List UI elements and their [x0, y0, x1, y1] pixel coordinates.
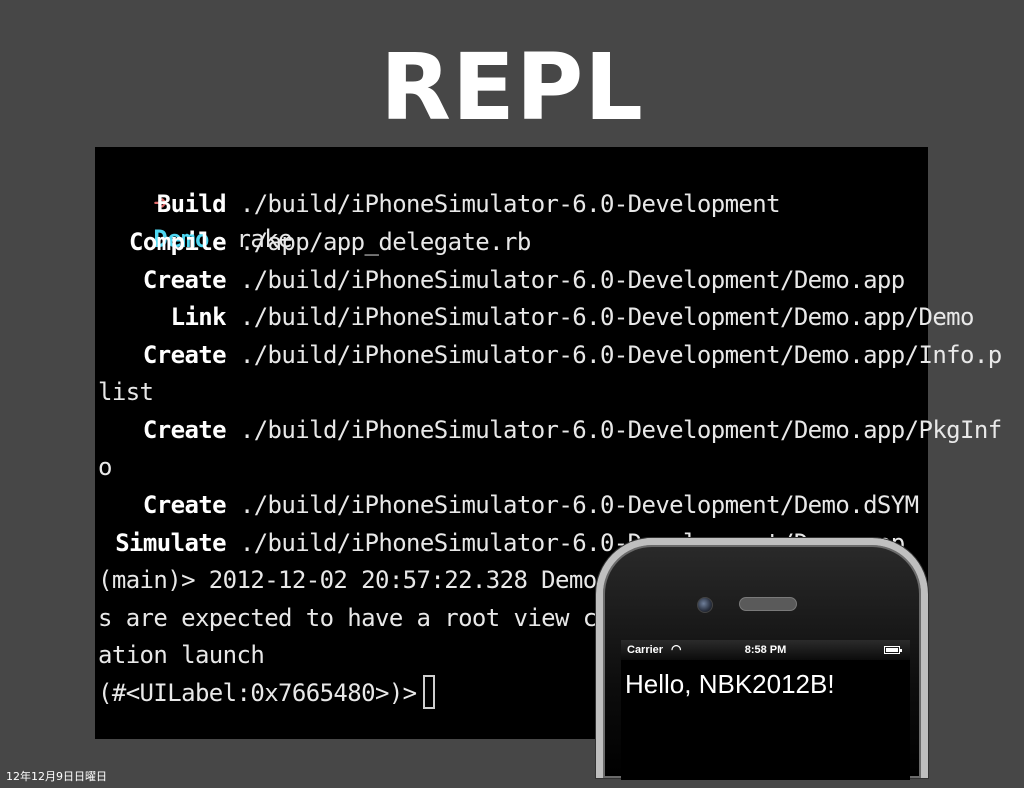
- build-step-keyword: Create: [142, 266, 227, 294]
- iphone-screen[interactable]: Carrier ◠ 8:58 PM Hello, NBK2012B!: [621, 640, 910, 780]
- build-step-path: ./app/app_delegate.rb: [239, 228, 531, 256]
- build-step-path: ./build/iPhoneSimulator-6.0-Development: [239, 190, 781, 218]
- build-step-keyword: Build: [156, 190, 227, 218]
- wifi-icon: ◠: [671, 642, 682, 656]
- prompt-arrow-icon: ➜: [153, 189, 168, 217]
- footer-date: 12年12月9日日曜日: [6, 770, 107, 783]
- status-time: 8:58 PM: [744, 644, 787, 656]
- terminal-prompt-line: ➜ Demo rake: [98, 149, 292, 253]
- wrapped-line: o: [98, 453, 112, 481]
- build-step-keyword: Create: [142, 341, 227, 369]
- wrapped-line: list: [98, 378, 154, 406]
- build-step-keyword: Link: [170, 303, 227, 331]
- battery-icon: [884, 646, 902, 654]
- build-line: Build ./build/iPhoneSimulator-6.0-Develo…: [98, 186, 781, 222]
- build-line: Create ./build/iPhoneSimulator-6.0-Devel…: [98, 412, 1002, 448]
- build-step-path: ./build/iPhoneSimulator-6.0-Development/…: [239, 266, 905, 294]
- camera-icon: [697, 597, 713, 613]
- hello-label: Hello, NBK2012B!: [625, 669, 835, 699]
- status-bar: Carrier ◠ 8:58 PM: [621, 640, 910, 660]
- text-cursor: [422, 675, 435, 709]
- build-line: Create ./build/iPhoneSimulator-6.0-Devel…: [98, 337, 1002, 373]
- build-step-path: ./build/iPhoneSimulator-6.0-Development/…: [239, 416, 1002, 444]
- build-step-path: ./build/iPhoneSimulator-6.0-Development/…: [239, 341, 1002, 369]
- prompt-command: rake: [236, 225, 293, 253]
- log-line: s are expected to have a root view contr: [98, 604, 653, 632]
- iphone-simulator: Carrier ◠ 8:58 PM Hello, NBK2012B!: [596, 538, 928, 780]
- build-step-path: ./build/iPhoneSimulator-6.0-Development/…: [239, 303, 975, 331]
- prompt-directory: Demo: [153, 225, 209, 253]
- terminal-window[interactable]: ➜ Demo rake Build ./build/iPhoneSimulato…: [95, 147, 1002, 739]
- build-step-keyword: Compile: [129, 228, 227, 256]
- build-line: Create ./build/iPhoneSimulator-6.0-Devel…: [98, 262, 905, 298]
- build-step-path: ./build/iPhoneSimulator-6.0-Development/…: [239, 491, 919, 519]
- build-step-keyword: Create: [142, 416, 227, 444]
- slide-title: REPL: [380, 34, 644, 141]
- carrier-label: Carrier: [627, 644, 664, 656]
- build-line: Link ./build/iPhoneSimulator-6.0-Develop…: [98, 299, 975, 335]
- build-step-keyword: Create: [142, 491, 227, 519]
- log-line: ation launch: [98, 641, 265, 669]
- build-line: Compile ./app/app_delegate.rb: [98, 224, 531, 260]
- build-line: Create ./build/iPhoneSimulator-6.0-Devel…: [98, 487, 919, 523]
- log-line: (main)> 2012-12-02 20:57:22.328 Demo[865…: [98, 566, 666, 594]
- repl-input-line[interactable]: (#<UILabel:0x7665480>)>: [98, 675, 435, 711]
- repl-result: (#<UILabel:0x7665480>)>: [98, 679, 417, 707]
- speaker-grille: [739, 597, 797, 611]
- build-step-keyword: Simulate: [115, 529, 226, 557]
